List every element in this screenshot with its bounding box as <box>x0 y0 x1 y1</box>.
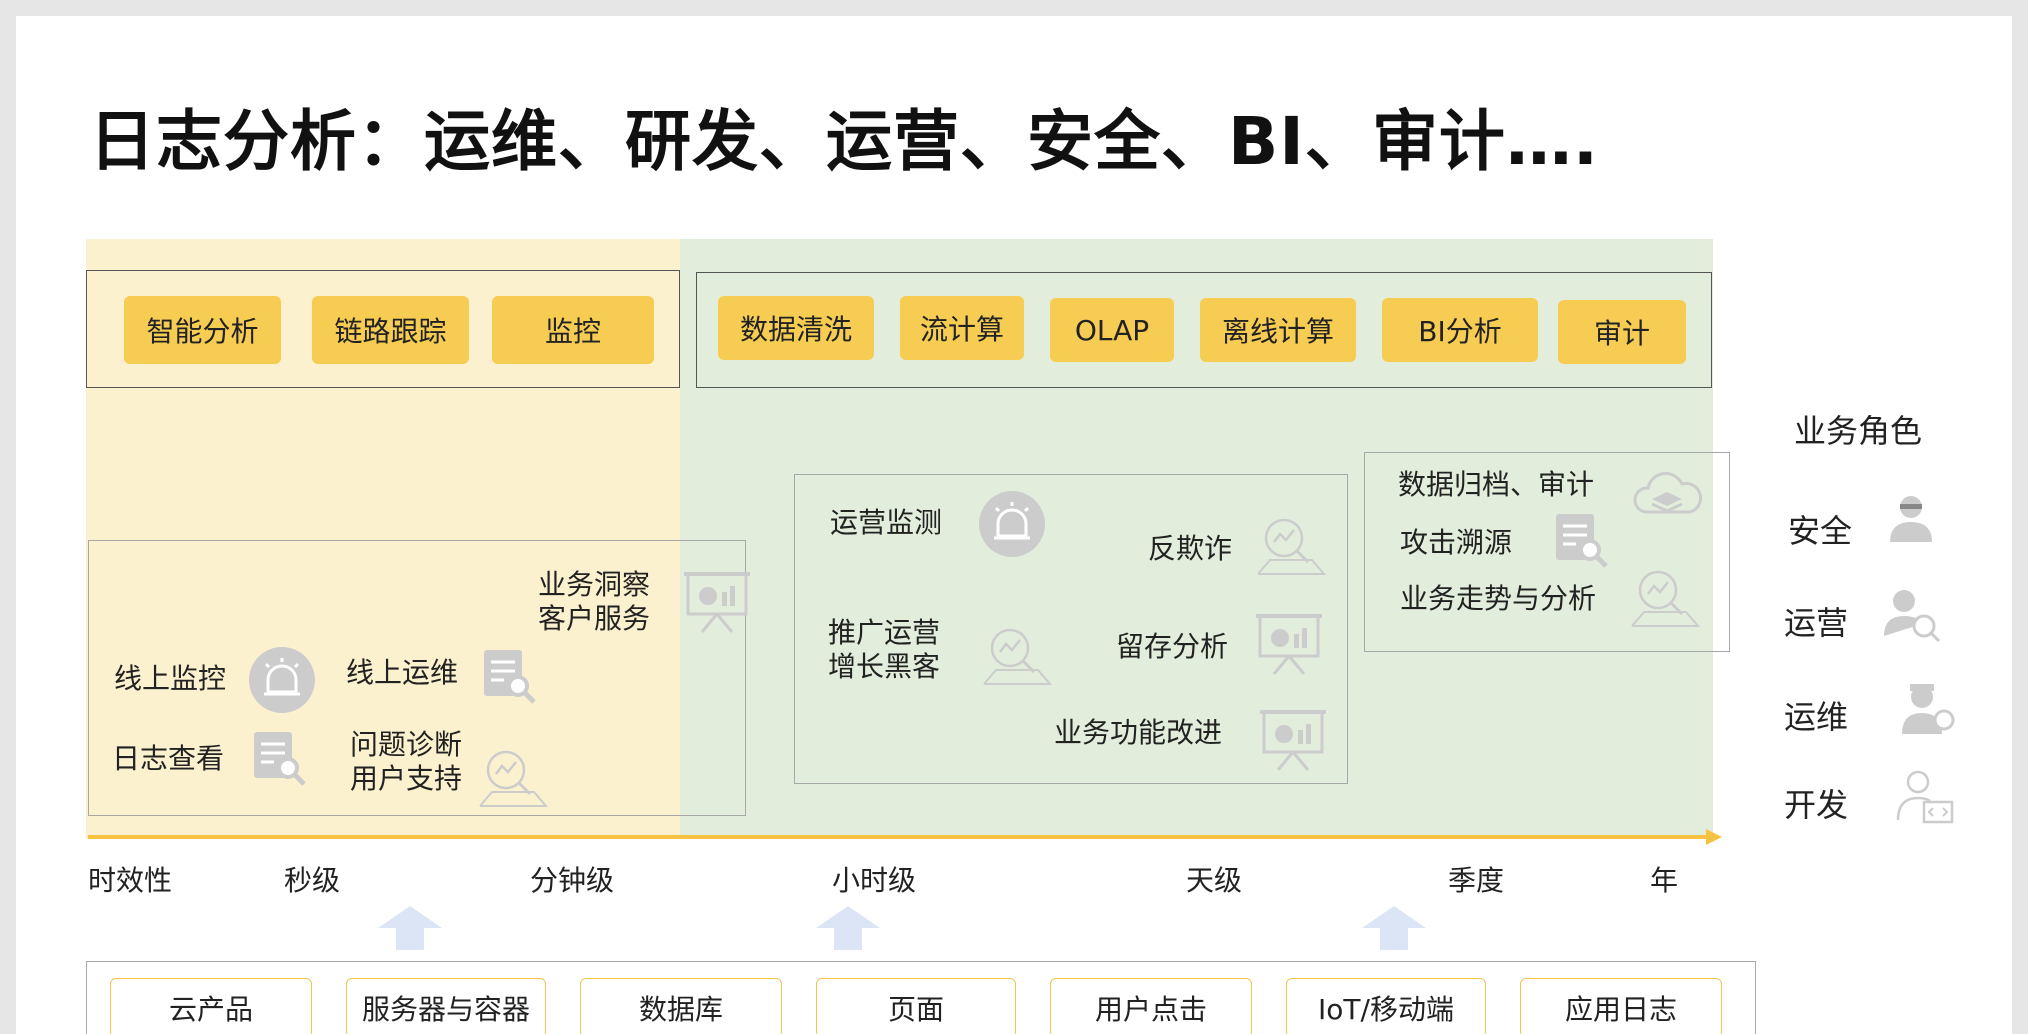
label-attack-tracing: 攻击溯源 <box>1400 526 1513 559</box>
tag-olap: OLAP <box>1050 298 1174 362</box>
presentation-chart-icon <box>1260 710 1326 771</box>
timeline-label-minutes: 分钟级 <box>530 864 615 897</box>
role-security: 安全 <box>1788 512 1853 550</box>
label-promotion-ops: 推广运营 <box>828 616 941 649</box>
label-business-insight: 业务洞察 <box>538 568 651 601</box>
source-user-clicks: 用户点击 <box>1050 978 1252 1034</box>
tag-bi-analysis: BI分析 <box>1382 298 1538 362</box>
ops-user-icon <box>1902 684 1955 734</box>
security-user-icon <box>1890 496 1932 542</box>
chart-search-icon <box>983 628 1052 685</box>
tag-data-cleaning: 数据清洗 <box>718 296 874 360</box>
tag-tracing: 链路跟踪 <box>312 296 469 364</box>
slide: 日志分析：运维、研发、运营、安全、BI、审计…. 智能分析 链路跟踪 监控 数据… <box>16 16 2012 1034</box>
label-retention-analysis: 留存分析 <box>1116 630 1229 663</box>
developer-user-icon <box>1896 770 1954 824</box>
label-business-trend: 业务走势与分析 <box>1400 582 1597 615</box>
tag-smart-analysis: 智能分析 <box>124 296 281 364</box>
label-online-ops: 线上运维 <box>346 656 459 689</box>
up-arrow-icon <box>816 906 880 950</box>
tag-audit: 审计 <box>1558 300 1686 364</box>
ops-box <box>88 540 746 816</box>
label-problem-diagnosis: 问题诊断 <box>350 728 463 761</box>
timeline-axis <box>88 835 1710 839</box>
alarm-icon <box>979 491 1045 557</box>
tag-stream-computing: 流计算 <box>900 296 1024 360</box>
presentation-chart-icon <box>1256 614 1322 675</box>
up-arrow-icon <box>1362 906 1426 950</box>
roles-header: 业务角色 <box>1794 412 1923 450</box>
data-sources-frame <box>86 961 1756 1034</box>
operations-user-icon <box>1884 590 1941 642</box>
timeline-arrow <box>1706 829 1722 845</box>
role-operations: 运营 <box>1784 604 1849 642</box>
timeline-label-timeliness: 时效性 <box>88 864 173 897</box>
label-log-viewing: 日志查看 <box>112 742 225 775</box>
chart-search-icon <box>1631 570 1700 627</box>
label-growth-hacking: 增长黑客 <box>828 650 941 683</box>
timeline-label-year: 年 <box>1650 864 1679 897</box>
label-data-archive-audit: 数据归档、审计 <box>1398 468 1595 501</box>
chart-search-icon <box>1257 518 1326 575</box>
realtime-capabilities-frame <box>86 270 680 388</box>
page-title: 日志分析：运维、研发、运营、安全、BI、审计…. <box>89 103 1599 180</box>
chart-search-icon <box>479 750 548 807</box>
timeline-label-hours: 小时级 <box>832 864 917 897</box>
tag-monitoring: 监控 <box>492 296 654 364</box>
cloud-layers-icon <box>1633 472 1702 514</box>
audit-box <box>1364 452 1730 652</box>
report-search-icon <box>1556 514 1608 568</box>
alarm-icon <box>249 647 315 713</box>
label-online-monitoring: 线上监控 <box>114 662 227 695</box>
role-development: 开发 <box>1784 786 1849 824</box>
label-anti-fraud: 反欺诈 <box>1148 532 1233 565</box>
label-customer-service: 客户服务 <box>538 602 651 635</box>
source-cloud-products: 云产品 <box>110 978 312 1034</box>
label-operations-monitoring: 运营监测 <box>830 506 943 539</box>
label-feature-improvement: 业务功能改进 <box>1054 716 1223 749</box>
label-user-support: 用户支持 <box>350 762 463 795</box>
source-pages: 页面 <box>816 978 1016 1034</box>
timeline-label-days: 天级 <box>1186 864 1243 897</box>
role-ops: 运维 <box>1784 698 1849 736</box>
timeline-label-quarter: 季度 <box>1448 864 1505 897</box>
timeline-label-seconds: 秒级 <box>284 864 341 897</box>
operations-box <box>794 474 1348 784</box>
report-search-icon <box>254 732 306 786</box>
source-iot-mobile: IoT/移动端 <box>1286 978 1486 1034</box>
source-database: 数据库 <box>580 978 782 1034</box>
up-arrow-icon <box>378 906 442 950</box>
offline-capabilities-frame <box>696 272 1712 388</box>
source-servers-containers: 服务器与容器 <box>346 978 546 1034</box>
tag-offline-computing: 离线计算 <box>1200 298 1356 362</box>
source-app-logs: 应用日志 <box>1520 978 1722 1034</box>
presentation-chart-icon <box>684 572 750 633</box>
report-search-icon <box>484 650 536 704</box>
